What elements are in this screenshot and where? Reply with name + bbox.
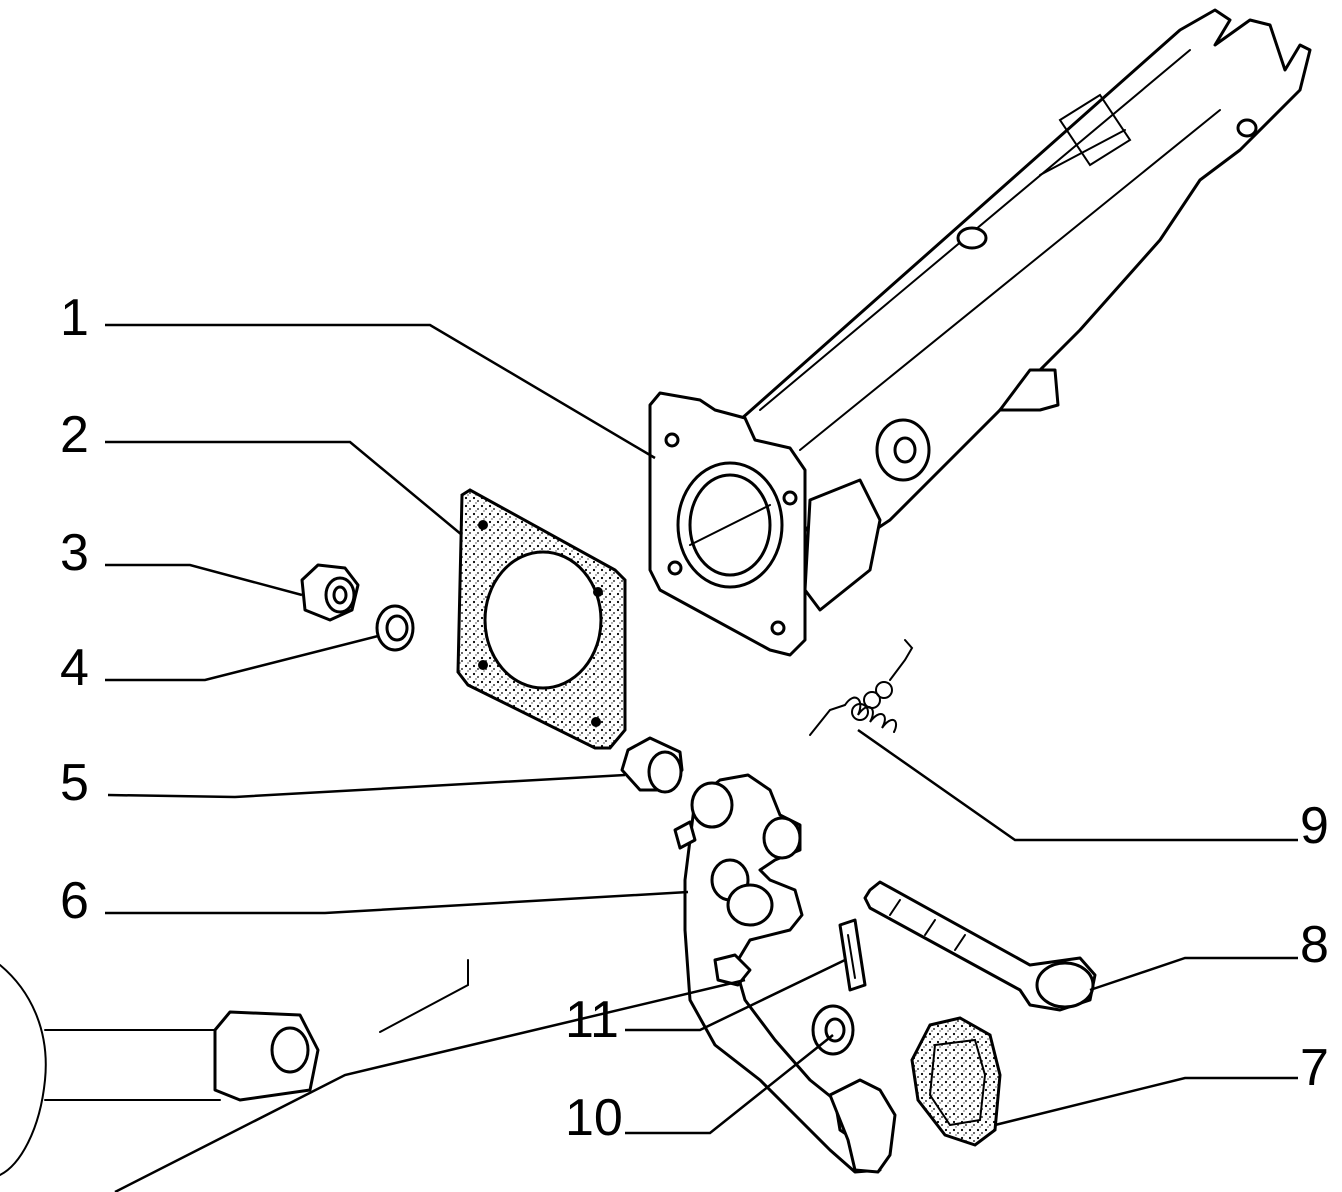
callout-6: 6: [60, 872, 89, 930]
gasket-part: [456, 488, 627, 750]
leader-4: [105, 634, 379, 682]
pivot-bolt-part: [863, 880, 1097, 1012]
leader-pushrod: [114, 978, 746, 1192]
pedal-pad-part: [910, 1016, 1002, 1147]
leader-3: [105, 563, 303, 597]
callout-1: 1: [60, 289, 89, 347]
leader-7: [994, 1076, 1298, 1127]
washer-part: [375, 604, 415, 652]
callout-2: 2: [60, 406, 89, 464]
callout-7: 7: [1300, 1039, 1329, 1097]
callout-11: 11: [565, 991, 619, 1049]
callout-labels: 1 2 3 4 5 6 7 8 9 10 11: [60, 289, 1329, 1147]
retaining-clip-part: [838, 918, 867, 992]
callout-9: 9: [1300, 797, 1329, 855]
leader-1: [105, 323, 656, 460]
callout-8: 8: [1300, 916, 1329, 974]
callout-4: 4: [60, 639, 89, 697]
callout-10: 10: [565, 1089, 623, 1147]
pushrod-assembly-part: [0, 959, 469, 1176]
leader-9: [857, 728, 1298, 842]
bushing-part: [620, 736, 684, 794]
leader-8: [1089, 956, 1298, 992]
callout-5: 5: [60, 754, 89, 812]
leader-lines: [105, 323, 1298, 1192]
nut-part: [300, 563, 360, 622]
leader-5: [107, 773, 626, 799]
pedal-bracket-part: [648, 8, 1312, 657]
leader-6: [105, 890, 689, 915]
callout-3: 3: [60, 524, 89, 582]
brake-pedal-part: [673, 773, 897, 1174]
return-spring-part: [809, 639, 914, 736]
leader-10: [625, 1034, 834, 1135]
leader-2: [105, 440, 463, 536]
leader-11: [625, 958, 846, 1032]
